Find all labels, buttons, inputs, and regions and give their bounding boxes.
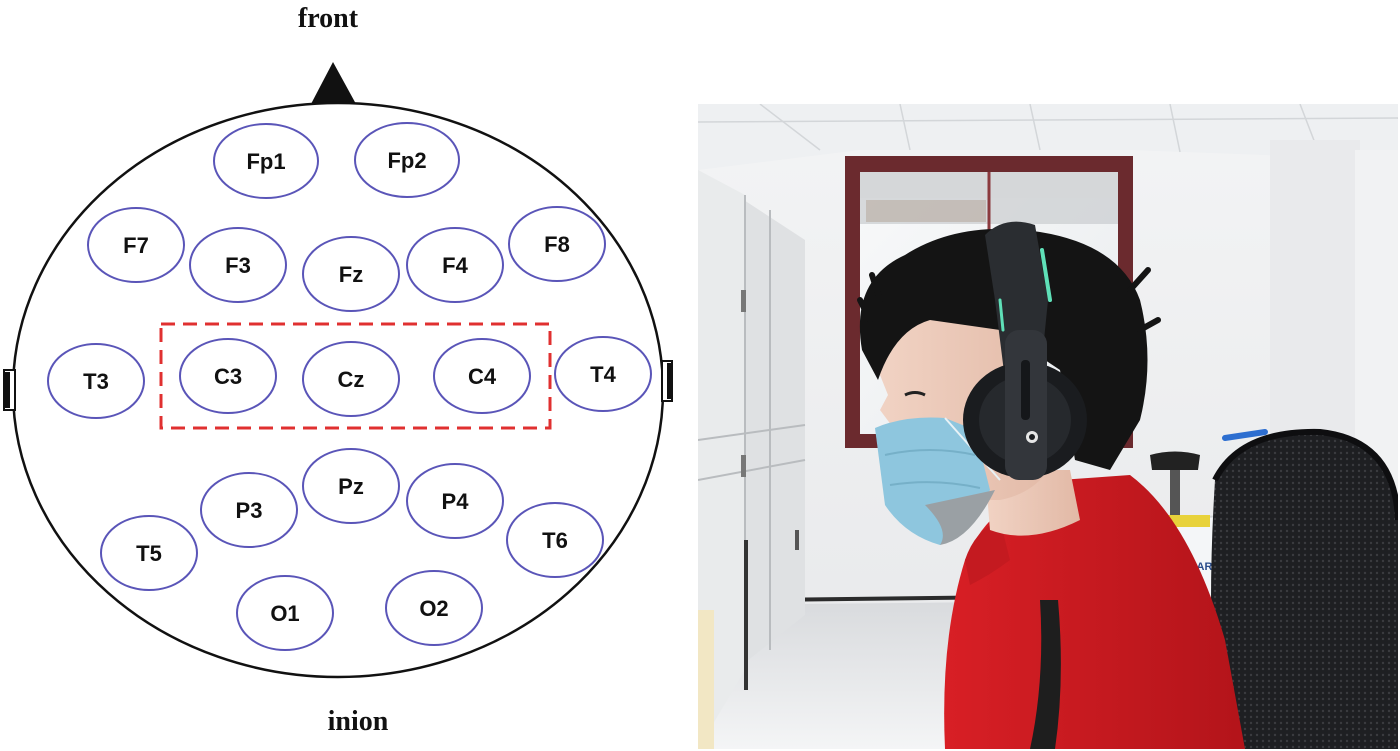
electrode-t5: T5 xyxy=(100,515,198,591)
electrode-label: O1 xyxy=(270,601,299,626)
electrode-label: T3 xyxy=(83,369,109,394)
jacket-stripe xyxy=(1030,600,1061,749)
electrode-label: T4 xyxy=(590,362,616,387)
left-ear-icon xyxy=(3,369,16,411)
electrode-circle xyxy=(189,227,287,303)
electrode-circle xyxy=(406,463,504,539)
electrode-label: T5 xyxy=(136,541,162,566)
electrode-circle xyxy=(179,338,277,414)
electrode-circle xyxy=(47,343,145,419)
right-ear-icon xyxy=(661,360,673,402)
electrode-label: O2 xyxy=(419,596,448,621)
electrode-label: T6 xyxy=(542,528,568,553)
electrode-label: Pz xyxy=(338,474,364,499)
electrode-label: Fp1 xyxy=(246,149,285,174)
electrode-label: Fp2 xyxy=(387,148,426,173)
electrode-pz: Pz xyxy=(302,448,400,524)
electrode-t4: T4 xyxy=(554,336,652,412)
electrode-p4: P4 xyxy=(406,463,504,539)
electrode-circle xyxy=(302,341,400,417)
electrode-label: F4 xyxy=(442,253,468,278)
electrode-o1: O1 xyxy=(236,575,334,651)
electrode-label: P3 xyxy=(236,498,263,523)
electrode-circle xyxy=(385,570,483,646)
eeg-headset xyxy=(963,221,1087,480)
electrode-o2: O2 xyxy=(385,570,483,646)
electrode-label: C4 xyxy=(468,364,497,389)
electrode-circle xyxy=(236,575,334,651)
subject-photo: ONARK xyxy=(698,104,1398,749)
electrode-label: F8 xyxy=(544,232,570,257)
electrode-fz: Fz xyxy=(302,236,400,312)
electrode-f8: F8 xyxy=(508,206,606,282)
electrode-p3: P3 xyxy=(200,472,298,548)
electrode-circle xyxy=(87,207,185,283)
front-label: front xyxy=(298,3,359,34)
nose-marker-icon xyxy=(311,62,356,104)
electrode-t3: T3 xyxy=(47,343,145,419)
electrode-circle xyxy=(506,502,604,578)
electrode-t6: T6 xyxy=(506,502,604,578)
chair xyxy=(1211,428,1398,749)
subject xyxy=(857,221,1245,749)
electrode-circle xyxy=(200,472,298,548)
electrode-c3: C3 xyxy=(179,338,277,414)
electrode-circle xyxy=(554,336,652,412)
electrode-circle xyxy=(100,515,198,591)
electrode-f3: F3 xyxy=(189,227,287,303)
electrode-circle xyxy=(302,448,400,524)
ceiling xyxy=(698,104,1398,170)
red-jacket xyxy=(944,475,1245,749)
electrode-circle xyxy=(354,122,460,198)
electrode-label: Cz xyxy=(338,367,365,392)
motor-cortex-highlight-box xyxy=(159,322,552,430)
electrode-c4: C4 xyxy=(433,338,531,414)
cabinets xyxy=(698,170,806,749)
electrode-f4: F4 xyxy=(406,227,504,303)
electrode-circle xyxy=(213,123,319,199)
electrode-fp1: Fp1 xyxy=(213,123,319,199)
electrode-circle xyxy=(433,338,531,414)
electrode-circle xyxy=(406,227,504,303)
electrode-f7: F7 xyxy=(87,207,185,283)
electrode-label: Fz xyxy=(339,262,363,287)
electrode-fp2: Fp2 xyxy=(354,122,460,198)
electrode-label: P4 xyxy=(442,489,470,514)
electrode-cz: Cz xyxy=(302,341,400,417)
electrode-circle xyxy=(508,206,606,282)
inion-label: inion xyxy=(328,706,389,737)
electrode-label: F3 xyxy=(225,253,251,278)
electrode-circle xyxy=(302,236,400,312)
electrode-label: C3 xyxy=(214,364,242,389)
electrode-label: F7 xyxy=(123,233,149,258)
